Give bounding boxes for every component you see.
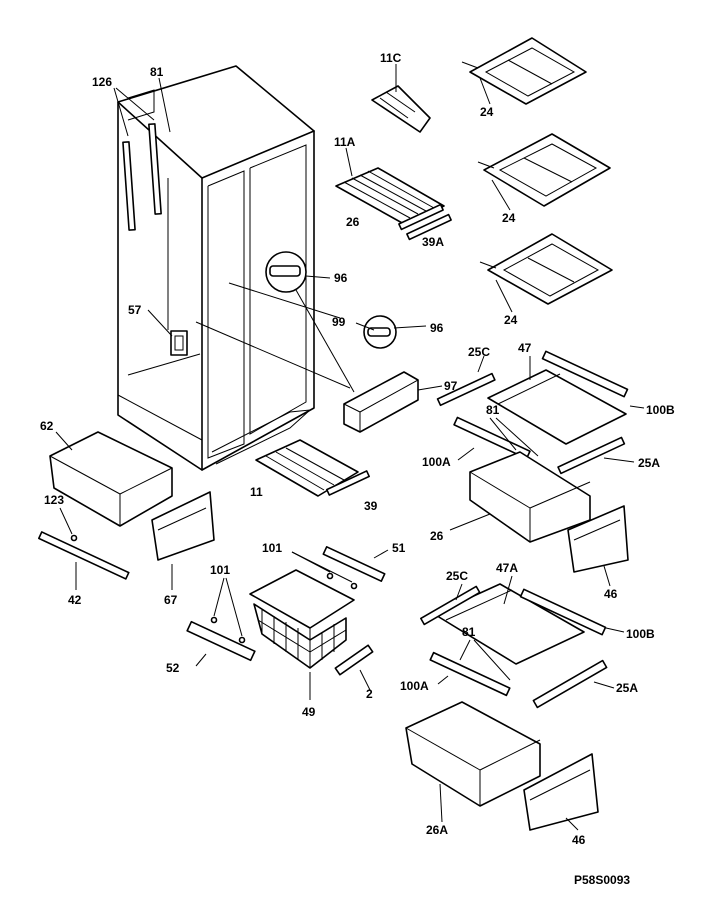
- glass-shelf-1: [461, 37, 587, 105]
- label-51: 51: [392, 541, 406, 555]
- freezer-shelf-bracket: [371, 85, 431, 133]
- label-57: 57: [128, 303, 142, 317]
- label-47: 47: [518, 341, 532, 355]
- basket-slide: [334, 644, 374, 676]
- label-25c: 25C: [446, 569, 468, 583]
- bin-support-rail: [38, 531, 130, 580]
- basket-support-left: [186, 616, 256, 662]
- label-46: 46: [604, 587, 618, 601]
- crisper-cover-upper: [487, 369, 627, 445]
- label-126: 126: [92, 75, 112, 89]
- label-39: 39: [364, 499, 378, 513]
- label-67: 67: [164, 593, 178, 607]
- label-123: 123: [44, 493, 64, 507]
- label-97: 97: [444, 379, 458, 393]
- label-101: 101: [262, 541, 282, 555]
- temperature-control-housing: [343, 371, 419, 433]
- label-62: 62: [40, 419, 54, 433]
- label-46: 46: [572, 833, 586, 847]
- door-trim-strips: [122, 123, 162, 231]
- crisper-front-panel-upper: [567, 505, 629, 573]
- label-25a: 25A: [616, 681, 638, 695]
- label-100b: 100B: [626, 627, 655, 641]
- freezer-wire-shelf-lower: [255, 439, 371, 497]
- shelf-rail-upper: [436, 350, 629, 475]
- label-99: 99: [332, 315, 346, 329]
- label-11a: 11A: [334, 135, 356, 149]
- label-39a: 39A: [422, 235, 444, 249]
- label-26: 26: [346, 215, 360, 229]
- refrigerator-cabinet: [117, 65, 351, 471]
- label-2: 2: [366, 687, 373, 701]
- label-52: 52: [166, 661, 180, 675]
- label-25a: 25A: [638, 456, 660, 470]
- label-11: 11: [250, 485, 263, 499]
- label-42: 42: [68, 593, 82, 607]
- label-81: 81: [462, 625, 476, 639]
- label-24: 24: [480, 105, 494, 119]
- label-49: 49: [302, 705, 316, 719]
- label-81: 81: [150, 65, 164, 79]
- freezer-wire-shelf-upper: [335, 167, 452, 241]
- label-24: 24: [502, 211, 516, 225]
- label-26: 26: [430, 529, 444, 543]
- glass-shelf-3: [479, 233, 613, 305]
- label-96: 96: [334, 271, 348, 285]
- label-47a: 47A: [496, 561, 518, 575]
- crisper-cover-lower: [433, 583, 585, 665]
- label-81: 81: [486, 403, 500, 417]
- crisper-front-panel-lower: [523, 753, 599, 831]
- label-25c: 25C: [468, 345, 490, 359]
- label-96: 96: [430, 321, 444, 335]
- crisper-drawer-lower: [405, 701, 541, 807]
- crisper-drawer-upper: [469, 451, 591, 543]
- wire-basket: [249, 569, 355, 669]
- label-24: 24: [504, 313, 518, 327]
- callout-labels: 126 81 11C 24 24 24 11A 26 39A 96 57 99 …: [40, 51, 675, 887]
- label-100b: 100B: [646, 403, 675, 417]
- glass-shelf-2: [477, 133, 611, 207]
- freezer-bin-front: [151, 491, 215, 561]
- label-26a: 26A: [426, 823, 448, 837]
- label-100a: 100A: [400, 679, 429, 693]
- label-100a: 100A: [422, 455, 451, 469]
- freezer-bin: [49, 431, 173, 527]
- shelf-rail-lower: [419, 585, 608, 709]
- label-11c: 11C: [380, 51, 402, 65]
- light-switch: [170, 330, 188, 356]
- diagram-code: P58S0093: [574, 873, 630, 887]
- basket-rail: [322, 546, 386, 590]
- label-101: 101: [210, 563, 230, 577]
